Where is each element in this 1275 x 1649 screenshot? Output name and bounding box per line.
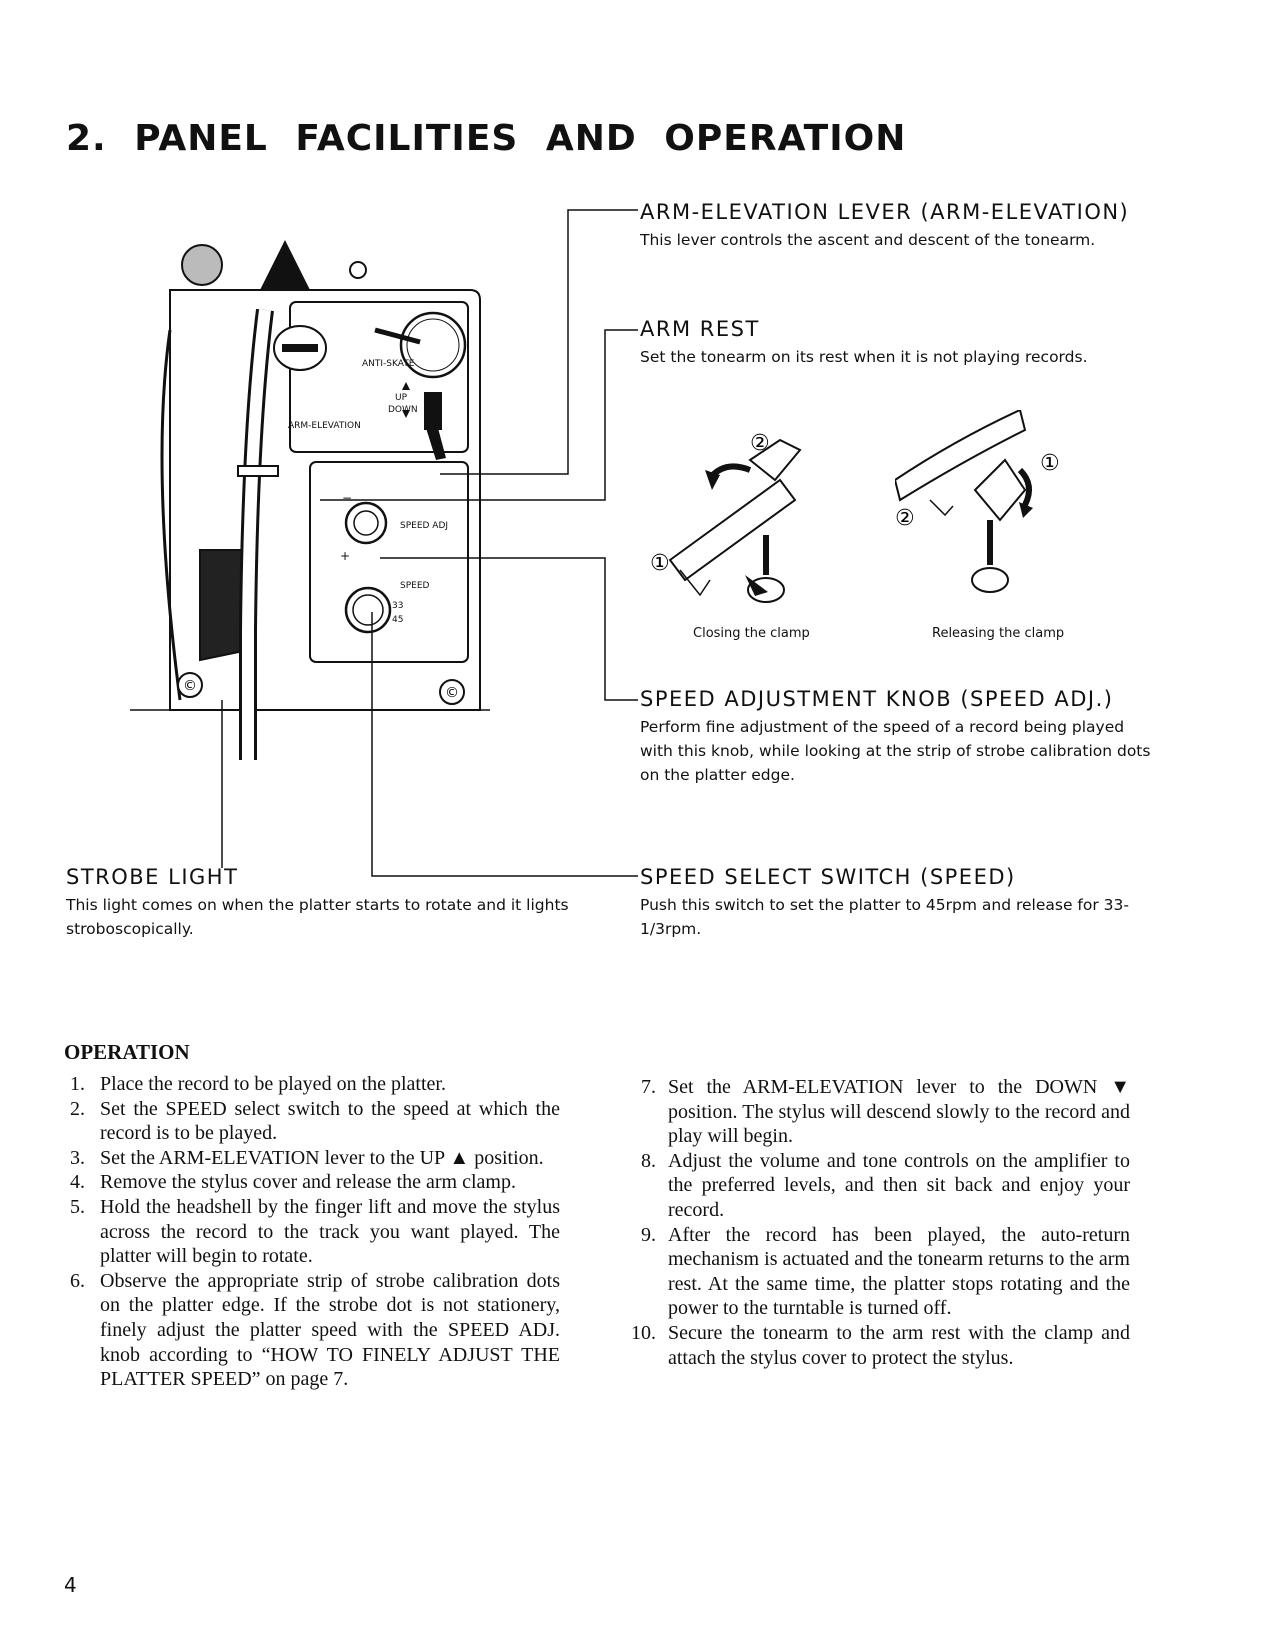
arm-elevation-heading: ARM-ELEVATION LEVER (ARM-ELEVATION)	[640, 200, 1130, 224]
operation-step: 10. Secure the tonearm to the arm rest wi…	[630, 1321, 1130, 1370]
operation-step: 3. Set the ARM-ELEVATION lever to the UP …	[70, 1146, 560, 1171]
speed-marking: SPEED	[400, 581, 430, 591]
arm-rest-label: ARM REST Set the tonearm on its rest whe…	[640, 317, 1088, 369]
step-number: 2.	[70, 1097, 85, 1120]
arm-elevation-label: ARM-ELEVATION LEVER (ARM-ELEVATION) This…	[640, 200, 1129, 252]
step-text: Set the ARM-ELEVATION lever to the UP ▲ …	[100, 1146, 544, 1169]
screw-right-icon	[439, 679, 465, 705]
arm-elevation-marking: ARM-ELEVATION	[288, 421, 361, 431]
step-number: 4.	[70, 1171, 85, 1194]
speed-adjustment-label: SPEED ADJUSTMENT KNOB (SPEED ADJ.) Perfo…	[640, 687, 1160, 787]
step-text: Observe the appropriate strip of strobe …	[100, 1269, 560, 1391]
operation-step: 2. Set the SPEED select switch to the spe…	[70, 1097, 560, 1146]
speed-adjustment-heading: SPEED ADJUSTMENT KNOB (SPEED ADJ.)	[640, 687, 1114, 711]
anti-skate-marking: ANTI-SKATE	[362, 359, 415, 369]
step-text: Secure the tonearm to the arm rest with …	[668, 1321, 1130, 1369]
svg-text:©: ©	[183, 678, 197, 694]
speed-select-description: Push this switch to set the platter to 4…	[640, 896, 1129, 938]
svg-text:©: ©	[445, 685, 459, 701]
step-number: 8.	[641, 1149, 656, 1172]
minus-marking: −	[342, 491, 352, 505]
operation-step: 8. Adjust the volume and tone controls on…	[630, 1149, 1130, 1223]
clamp-closing-illustration: ② ①	[650, 431, 802, 603]
step-number: 7.	[641, 1076, 656, 1098]
arm-elevation-lever	[424, 392, 442, 430]
counterweight	[181, 244, 223, 286]
step-2-marker: ②	[750, 431, 770, 456]
step-1-marker: ①	[1040, 451, 1060, 476]
speed-control-plate	[309, 461, 469, 663]
speed-adjustment-description: Perform fine adjustment of the speed of …	[640, 718, 1151, 784]
arm-elevation-description: This lever controls the ascent and desce…	[640, 231, 1096, 249]
operation-step: 7. Set the ARM-ELEVATION lever to the DOW…	[630, 1075, 1130, 1149]
anti-skate-dial	[399, 311, 467, 379]
clamp-releasing-illustration: ① ②	[895, 410, 1060, 593]
strobe-light-description: This light comes on when the platter sta…	[66, 896, 569, 938]
step-text: Set the SPEED select switch to the speed…	[100, 1097, 560, 1145]
rpm-33-marking: 33	[392, 601, 403, 611]
rpm-45-marking: 45	[392, 615, 403, 625]
operation-heading: OPERATION	[64, 1040, 190, 1064]
speed-select-heading: SPEED SELECT SWITCH (SPEED)	[640, 865, 1016, 889]
operation-step: 5. Hold the headshell by the finger lift …	[70, 1195, 560, 1269]
strobe-light-heading: STROBE LIGHT	[66, 865, 239, 889]
page-number: 4	[64, 1573, 77, 1597]
turntable-panel-illustration: ANTI-SKATE UP DOWN ARM-ELEVATION SPEED A…	[130, 240, 490, 760]
operation-step: 9. After the record has been played, the …	[630, 1223, 1130, 1321]
step-text: Place the record to be played on the pla…	[100, 1073, 446, 1095]
screw-left-icon	[177, 672, 203, 698]
step-text: Set the ARM-ELEVATION lever to the DOWN …	[668, 1076, 1130, 1148]
step-number: 9.	[641, 1223, 656, 1246]
up-marking: UP	[395, 393, 408, 403]
step-number: 6.	[70, 1269, 85, 1292]
step-2-marker: ②	[895, 506, 915, 531]
strobe-light-label: STROBE LIGHT This light comes on when th…	[66, 865, 586, 941]
step-text: Adjust the volume and tone controls on t…	[668, 1149, 1130, 1221]
page-title: 2. PANEL FACILITIES AND OPERATION	[66, 118, 907, 159]
step-text: After the record has been played, the au…	[668, 1223, 1130, 1320]
step-1-marker: ①	[650, 551, 670, 576]
step-number: 10.	[631, 1321, 656, 1344]
step-text: Hold the headshell by the finger lift an…	[100, 1195, 560, 1268]
operation-step: 6. Observe the appropriate strip of strob…	[70, 1269, 560, 1392]
step-text: Remove the stylus cover and release the …	[100, 1171, 516, 1194]
up-arrow-icon	[402, 382, 410, 390]
down-arrow-icon	[402, 410, 410, 418]
operation-step: 1. Place the record to be played on the p…	[70, 1072, 560, 1097]
panel-outline	[169, 289, 481, 711]
operation-steps-right: 7. Set the ARM-ELEVATION lever to the DOW…	[630, 1075, 1130, 1370]
operation-steps-left: 1. Place the record to be played on the p…	[70, 1072, 560, 1392]
step-number: 5.	[70, 1195, 85, 1218]
step-number: 1.	[70, 1073, 85, 1095]
step-number: 3.	[70, 1146, 85, 1169]
speed-select-label: SPEED SELECT SWITCH (SPEED) Push this sw…	[640, 865, 1160, 941]
plus-marking: +	[340, 549, 350, 563]
arm-rest-heading: ARM REST	[640, 317, 760, 341]
speed-adj-marking: SPEED ADJ	[400, 521, 448, 531]
closing-clamp-caption: Closing the clamp	[693, 626, 810, 641]
releasing-clamp-caption: Releasing the clamp	[932, 626, 1065, 641]
top-control-plate	[289, 301, 469, 453]
arm-rest-description: Set the tonearm on its rest when it is n…	[640, 348, 1088, 366]
operation-step: 4. Remove the stylus cover and release th…	[70, 1170, 560, 1195]
spindle-cone	[260, 240, 310, 290]
